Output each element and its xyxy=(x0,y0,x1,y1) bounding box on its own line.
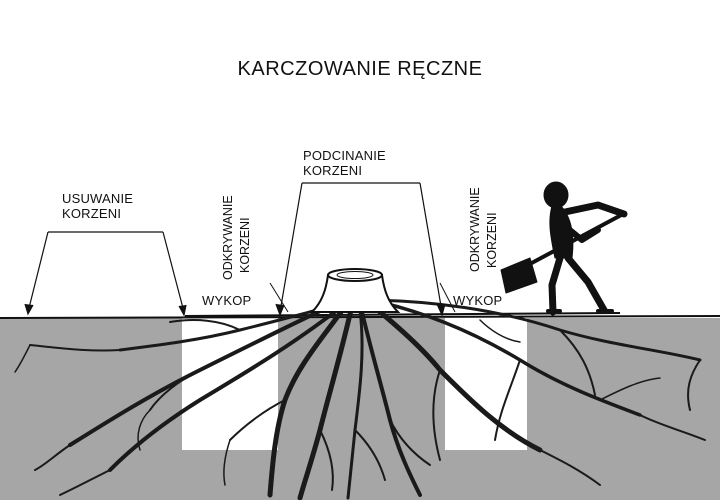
label-odkrywanie-right-line1: ODKRYWANIE xyxy=(468,187,482,272)
label-wykop-left: WYKOP xyxy=(202,293,252,308)
label-wykop-right: WYKOP xyxy=(453,293,503,308)
pointers-odkrywanie xyxy=(269,282,456,313)
root-system xyxy=(14,289,706,500)
ground-line-top xyxy=(184,312,621,317)
diagram-title: KARCZOWANIE RĘCZNE xyxy=(237,58,483,80)
bracket-podcinanie xyxy=(275,182,446,317)
label-usuwanie-line1: USUWANIE xyxy=(62,191,134,206)
label-usuwanie-line2: KORZENI xyxy=(62,206,122,221)
label-podcinanie-line2: KORZENI xyxy=(303,163,363,178)
label-odkrywanie-left-line2: KORZENI xyxy=(238,217,252,273)
tree-stump-icon xyxy=(309,268,401,313)
soil-area xyxy=(0,318,720,500)
label-podcinanie-line1: PODCINANIE xyxy=(303,148,386,163)
bracket-usuwanie xyxy=(24,231,187,317)
worker-with-shovel-icon xyxy=(500,181,628,316)
label-odkrywanie-left-line1: ODKRYWANIE xyxy=(221,195,235,280)
label-odkrywanie-right-line2: KORZENI xyxy=(485,212,499,268)
